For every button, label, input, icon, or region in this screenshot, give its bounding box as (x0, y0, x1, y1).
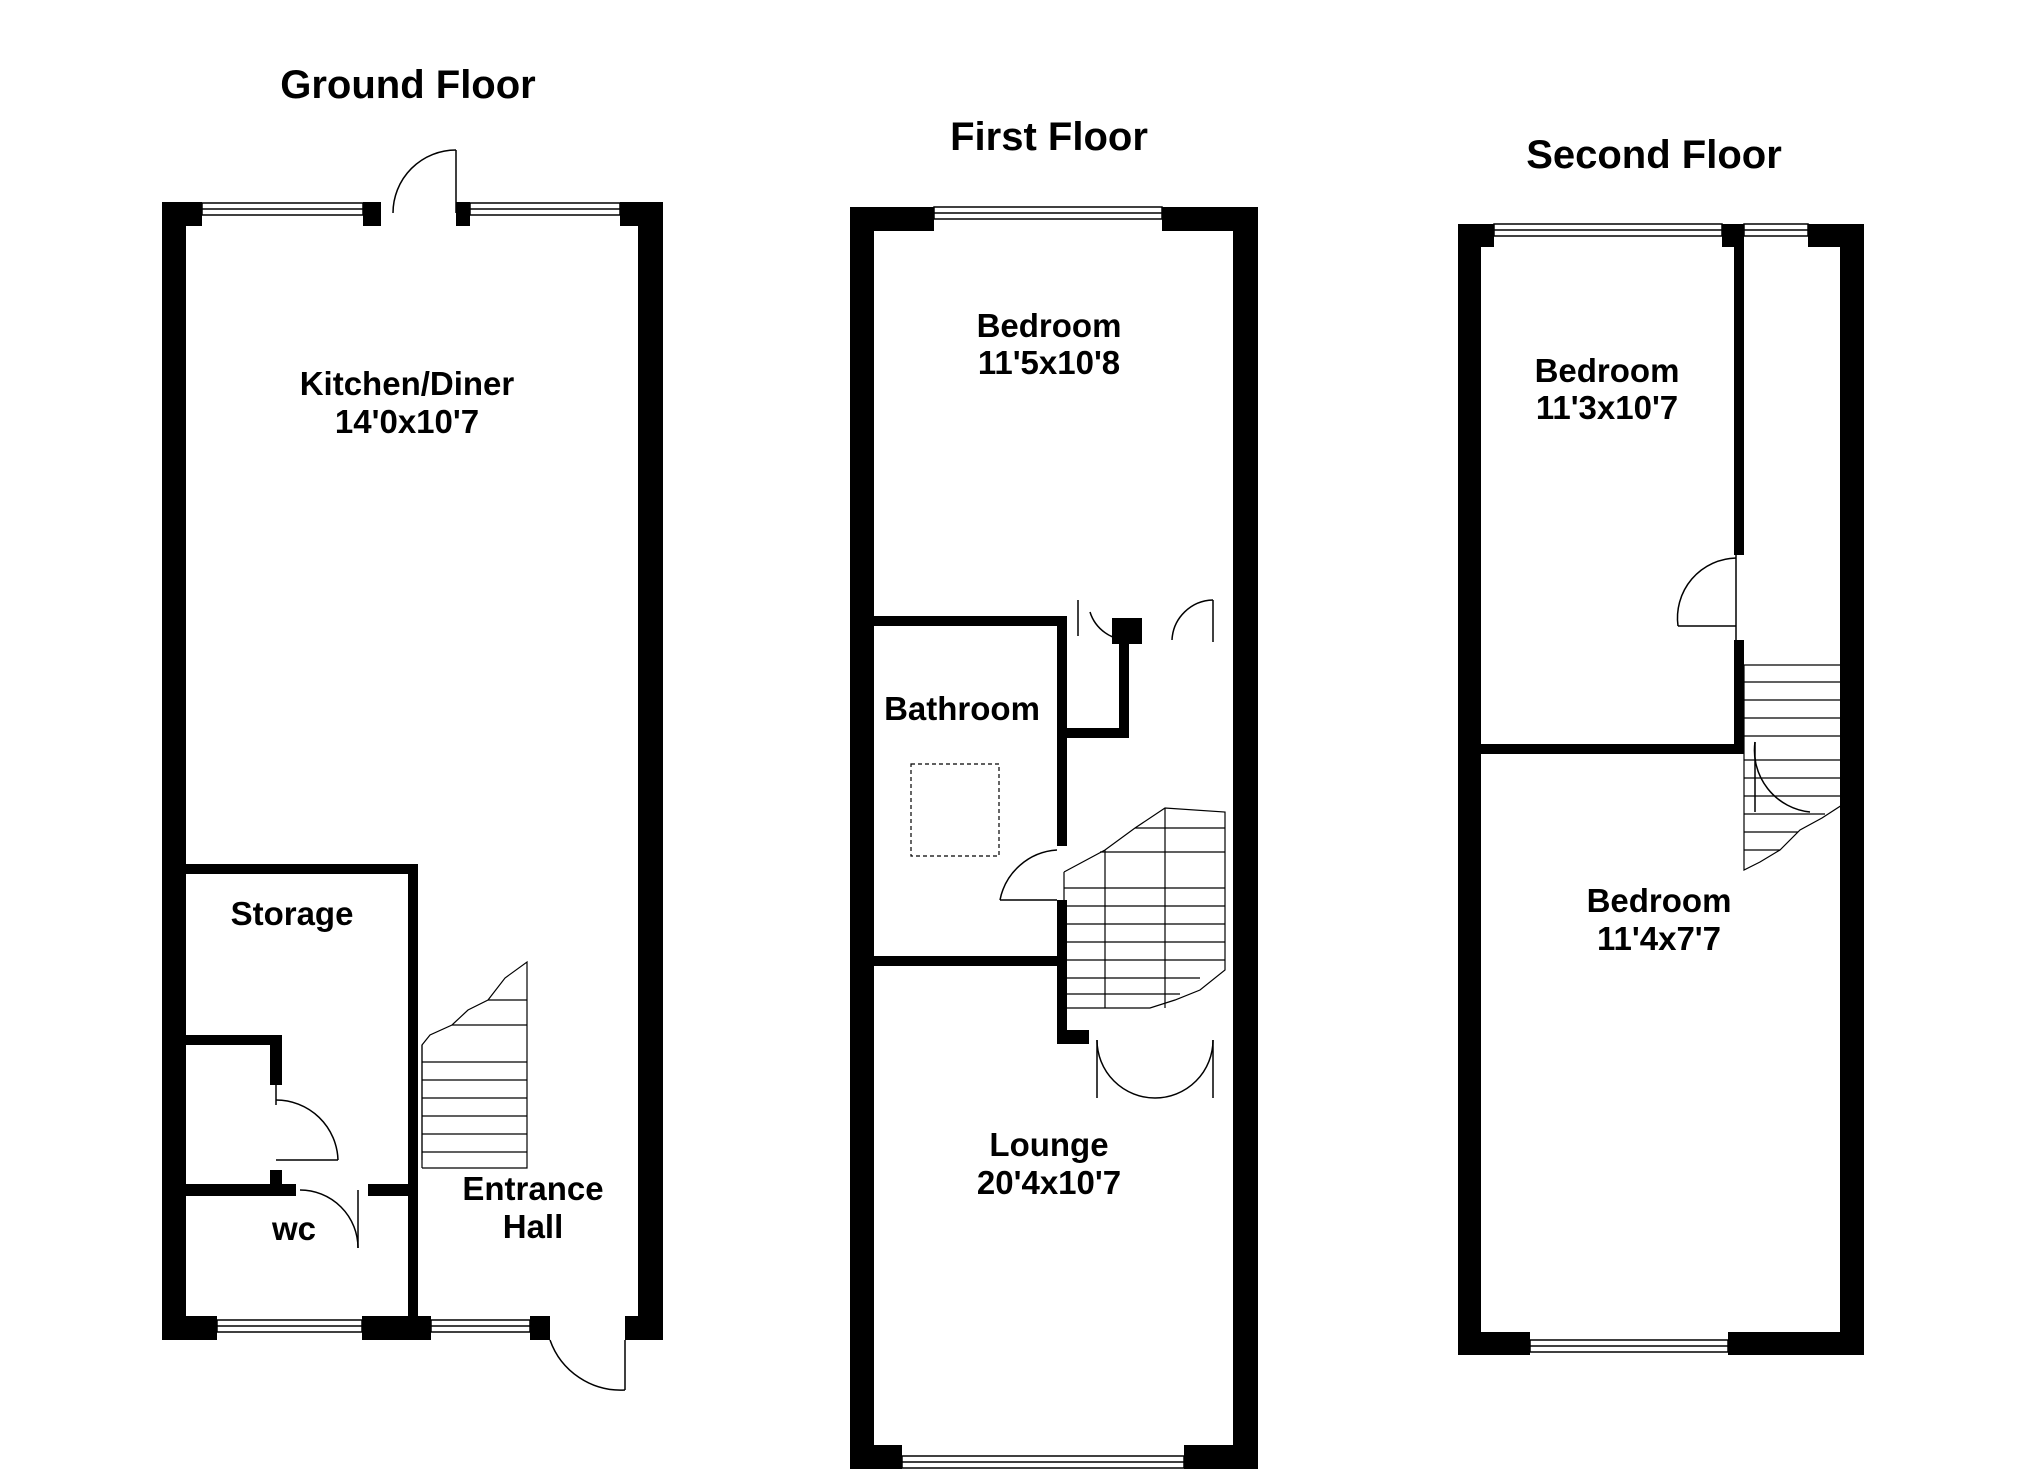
shower-tray (910, 763, 1000, 857)
window (933, 206, 1163, 220)
room-label: Bedroom (977, 307, 1122, 344)
wall (162, 202, 186, 1340)
wall (1184, 1445, 1258, 1469)
wall (186, 1035, 280, 1045)
room-label: Bedroom (1535, 352, 1680, 389)
wall (162, 1316, 217, 1340)
wall (362, 1316, 431, 1340)
room-size: 20'4x10'7 (977, 1164, 1121, 1201)
first-floor-title: First Floor (950, 115, 1148, 159)
wall (270, 1035, 282, 1085)
first-floor-staircase (1063, 807, 1226, 1009)
room-label: Bedroom (1587, 882, 1732, 919)
wall (368, 1184, 408, 1196)
window (216, 1319, 363, 1333)
wall (1458, 224, 1494, 247)
wall (1808, 224, 1864, 247)
window (469, 202, 621, 216)
wall (620, 202, 663, 226)
window (901, 1455, 1185, 1469)
ground-floor-title: Ground Floor (280, 63, 536, 107)
wall (1057, 616, 1067, 736)
room-size: 11'5x10'8 (978, 344, 1120, 381)
room-size: 11'3x10'7 (1536, 389, 1678, 426)
wall (1057, 900, 1067, 1040)
second-floor-staircase (1743, 664, 1843, 871)
bedroom-door (1077, 599, 1214, 642)
wall (1728, 1332, 1864, 1355)
wall (874, 956, 1066, 966)
front-door (549, 1339, 626, 1391)
garden-door (392, 149, 457, 214)
wall (530, 1316, 550, 1340)
wall (186, 864, 418, 874)
window (201, 202, 364, 216)
wall (638, 202, 663, 1340)
second-floor-title: Second Floor (1526, 133, 1782, 177)
room-label: Storage (231, 895, 354, 932)
window (1529, 1339, 1729, 1353)
first-floor-plan: First Floor (850, 115, 1258, 1469)
window (1743, 223, 1809, 237)
bathroom-door (999, 849, 1058, 901)
wall (186, 1184, 296, 1196)
wall (1162, 207, 1258, 231)
room-size: 14'0x10'7 (335, 403, 479, 440)
window (1493, 223, 1723, 237)
window (430, 1319, 531, 1333)
room-label: Entrance (462, 1170, 603, 1207)
wall (408, 864, 418, 1316)
room-label: wc (271, 1210, 316, 1247)
wall (1057, 1030, 1089, 1044)
wall (456, 202, 470, 226)
second-floor-plan: Second Floor (1458, 133, 1864, 1355)
room-label: Lounge (989, 1126, 1108, 1163)
wall (850, 1445, 902, 1469)
room-size: 11'4x7'7 (1597, 920, 1721, 957)
wall (1734, 640, 1744, 752)
wall (850, 207, 874, 1469)
wall (1119, 640, 1129, 736)
wall (1481, 744, 1744, 754)
wall (1057, 728, 1129, 738)
wall (1734, 240, 1744, 555)
stair-door (1753, 741, 1811, 813)
wall (1458, 1332, 1530, 1355)
wc-door (299, 1189, 359, 1249)
bedroom-door (1676, 555, 1737, 640)
wall (1840, 224, 1864, 1355)
ground-floor-plan: Ground Floor (162, 63, 663, 1391)
cupboard-door (275, 1085, 339, 1161)
wall (1458, 224, 1481, 1355)
wall (270, 1170, 282, 1196)
room-label: Hall (503, 1208, 564, 1245)
wall (625, 1316, 663, 1340)
lounge-double-door (1096, 1039, 1214, 1099)
ground-floor-staircase (421, 960, 528, 1169)
room-label: Bathroom (884, 690, 1040, 727)
wall (363, 202, 381, 226)
wall (1057, 736, 1067, 846)
wall (162, 202, 202, 226)
room-label: Kitchen/Diner (300, 365, 515, 402)
wall (1233, 207, 1258, 1469)
wall (874, 616, 1066, 626)
wall (850, 207, 934, 231)
